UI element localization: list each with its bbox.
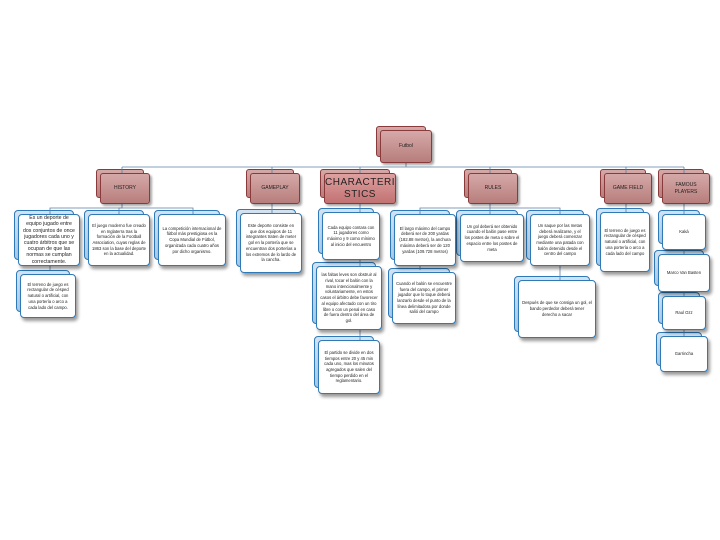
- history-node-field[interactable]: El terreno de juego es rectangular de cé…: [16, 270, 76, 318]
- rules-field-size-text: El largo máximo del campo deberá ser de …: [399, 225, 451, 254]
- game-field-node[interactable]: El terreno de juego es rectangular de cé…: [596, 208, 650, 272]
- category-game-field-label: GAME FIELD: [612, 185, 644, 192]
- category-characteristics-label: CHARACTERI STICS: [325, 176, 396, 200]
- rules-goal-text: Un gol deberá ser obtenido cuando el bal…: [464, 223, 520, 252]
- category-rules[interactable]: RULES: [464, 169, 518, 204]
- rules-node-kickoff[interactable]: Un saque por las metas deberá realizarse…: [526, 210, 590, 266]
- famous-player-3-label: Raul Ozz: [675, 310, 693, 316]
- rules-node-after-goal[interactable]: Después de que se consiga un gol, el ban…: [514, 276, 596, 338]
- famous-player-1[interactable]: Kaká: [658, 210, 706, 250]
- root-label: Futbol: [399, 143, 413, 150]
- category-famous-players-label: FAMOUS PLAYERS: [674, 181, 698, 195]
- category-characteristics[interactable]: CHARACTERI STICS: [320, 169, 396, 204]
- gameplay-text: Este deporte consiste en que dos equipos…: [245, 223, 297, 263]
- category-gameplay[interactable]: GAMEPLAY: [246, 169, 300, 204]
- characteristics-players-text: Cada equipo contara con 11 jugadores com…: [327, 224, 375, 247]
- root-node[interactable]: Futbol: [376, 126, 432, 163]
- history-definition-text: Es un deporte de equipo jugado entre dos…: [23, 215, 75, 265]
- category-gameplay-label: GAMEPLAY: [261, 185, 289, 192]
- category-game-field[interactable]: GAME FIELD: [600, 169, 652, 204]
- rules-kickoff-text: Un saque por las metas deberá realizarse…: [536, 222, 584, 257]
- rules-after-goal-text: Después de que se consiga un gol, el ban…: [522, 300, 592, 317]
- gameplay-node[interactable]: Este deporte consiste en que dos equipos…: [236, 209, 302, 273]
- famous-player-2[interactable]: Marco Van Basten: [654, 250, 710, 292]
- rules-node-goal[interactable]: Un gol deberá ser obtenido cuando el bal…: [456, 210, 524, 262]
- category-history[interactable]: HISTORY: [96, 169, 150, 204]
- rules-throw-in-text: Cuando el balón se encuentre fuera del c…: [396, 280, 452, 315]
- rules-node-field-size[interactable]: El largo máximo del campo deberá ser de …: [390, 210, 456, 266]
- history-world-cup-text: La competición internacional de fútbol m…: [162, 225, 222, 254]
- history-origin-text: El juego moderno fue creado en Inglaterr…: [92, 222, 147, 257]
- history-node-world-cup[interactable]: La competición internacional de fútbol m…: [154, 210, 226, 266]
- characteristics-node-fouls[interactable]: las faltas leves son obstruir al rival, …: [312, 262, 382, 330]
- famous-player-3[interactable]: Raul Ozz: [658, 292, 706, 330]
- famous-player-1-label: Kaká: [679, 229, 689, 235]
- history-field-text: El terreno de juego es rectangular de cé…: [27, 281, 69, 310]
- category-famous-players[interactable]: FAMOUS PLAYERS: [658, 169, 710, 204]
- famous-player-4[interactable]: Garrincha: [656, 332, 708, 372]
- game-field-text: El terreno de juego es rectangular de cé…: [604, 227, 646, 256]
- characteristics-fouls-text: las faltas leves son obstruir al rival, …: [320, 272, 378, 323]
- history-node-origin[interactable]: El juego moderno fue creado en Inglaterr…: [84, 210, 150, 266]
- characteristics-halves-text: El partido se divide en dos tiempos entr…: [324, 349, 374, 384]
- rules-node-throw-in[interactable]: Cuando el balón se encuentre fuera del c…: [388, 268, 456, 324]
- category-rules-label: RULES: [484, 185, 502, 192]
- category-history-label: HISTORY: [113, 185, 137, 192]
- famous-player-2-label: Marco Van Basten: [666, 270, 702, 276]
- famous-player-4-label: Garrincha: [674, 351, 694, 357]
- characteristics-node-players[interactable]: Cada equipo contara con 11 jugadores com…: [318, 208, 380, 260]
- characteristics-node-halves[interactable]: El partido se divide en dos tiempos entr…: [314, 336, 380, 394]
- history-node-definition[interactable]: Es un deporte de equipo jugado entre dos…: [14, 210, 80, 266]
